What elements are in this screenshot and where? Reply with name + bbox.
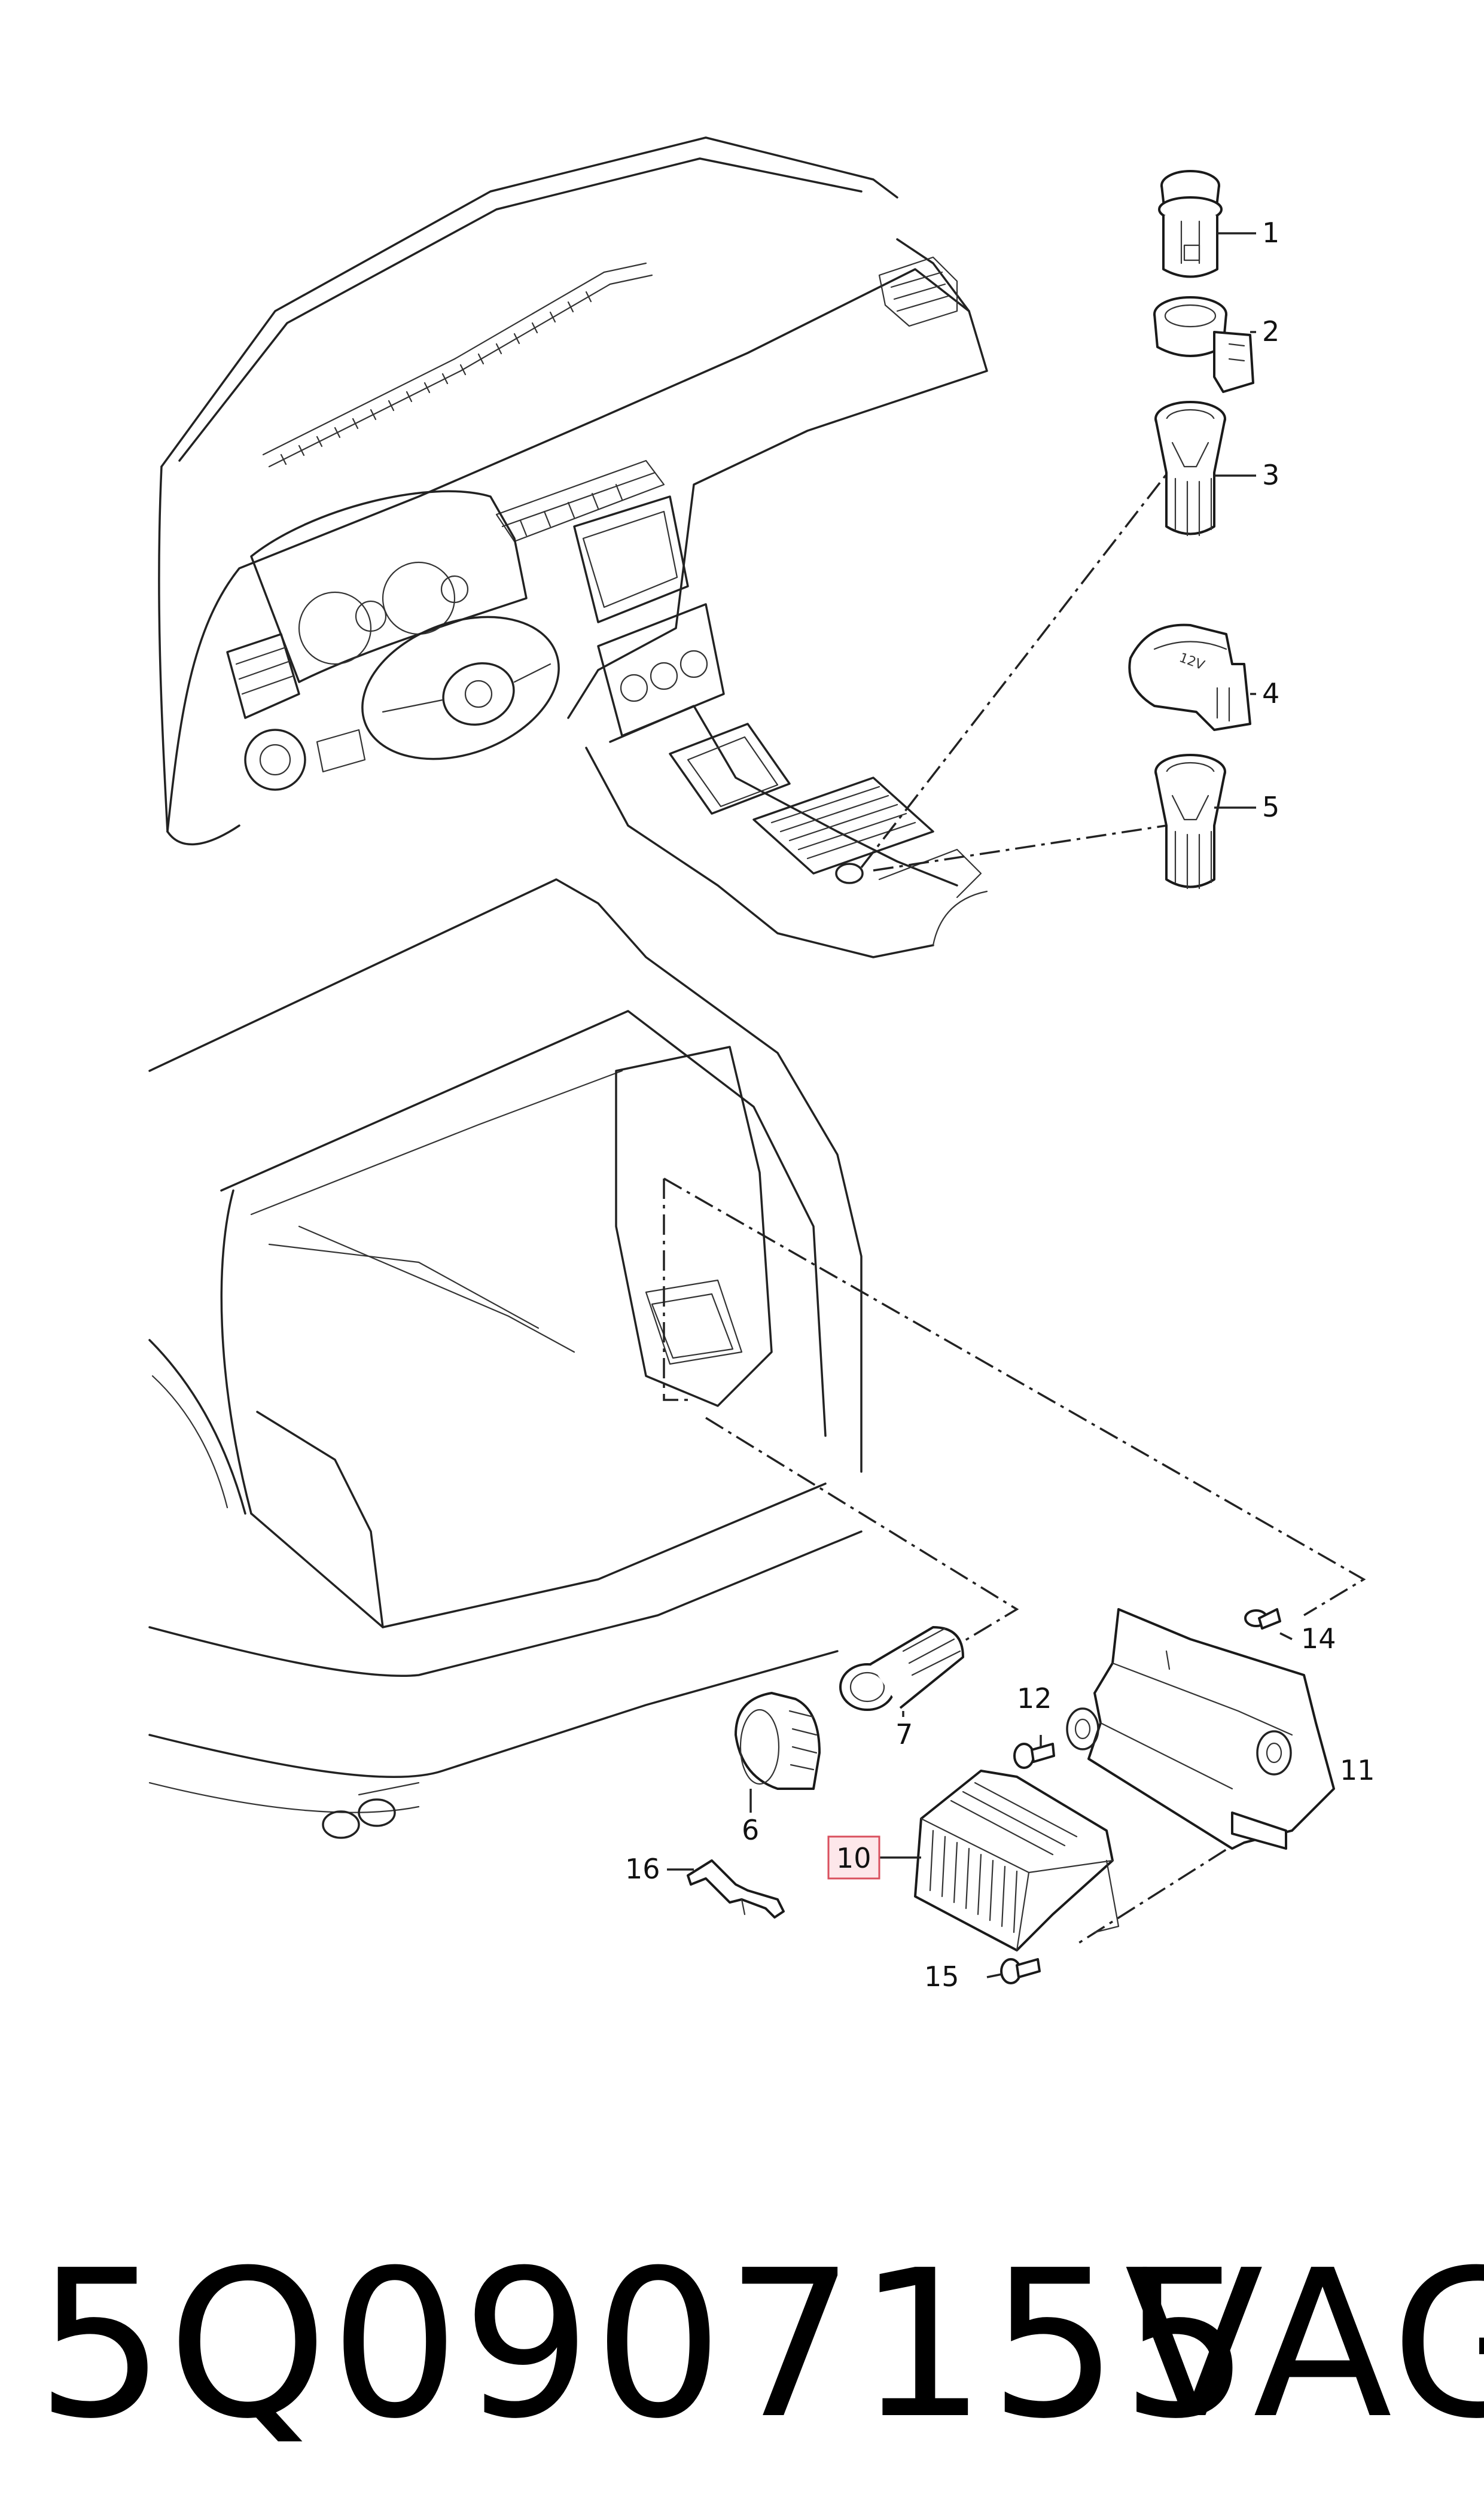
callout-10-highlight xyxy=(827,1835,880,1880)
callout-3: 3 xyxy=(1262,459,1279,491)
callout-11: 11 xyxy=(1340,1754,1375,1786)
part-5-socket-sleeve xyxy=(1154,754,1226,890)
assembly-leader-lines xyxy=(663,465,1366,1945)
part-15-screw xyxy=(1000,1958,1041,1984)
callout-5: 5 xyxy=(1262,791,1279,823)
part-7-socket-sleeve xyxy=(839,1626,964,1711)
part-10-voltage-converter xyxy=(914,1770,1120,1951)
dashboard-illustration xyxy=(158,136,988,958)
callout-10: 10 xyxy=(836,1842,871,1874)
callout-12: 12 xyxy=(1017,1682,1052,1715)
part-2-socket-housing xyxy=(1153,296,1254,393)
callout-15: 15 xyxy=(924,1960,959,1993)
parts-diagram: 12V xyxy=(148,136,1375,1993)
part-14-screw xyxy=(1244,1608,1281,1630)
callout-6: 6 xyxy=(742,1814,759,1846)
part-16-clip xyxy=(687,1859,785,1919)
part-4-12v-socket-cap: 12V xyxy=(1128,623,1251,731)
callout-14: 14 xyxy=(1301,1622,1336,1655)
callout-1: 1 xyxy=(1262,217,1279,249)
part-number-caption: 5Q0907155 VAG xyxy=(36,2225,1484,2465)
callout-4: 4 xyxy=(1262,677,1279,710)
part-1-lighter-element xyxy=(1158,170,1223,278)
callout-labels: 1 2 3 4 5 6 7 10 11 12 14 15 16 xyxy=(625,217,1375,1993)
brand-name: VAG xyxy=(1125,2227,1484,2464)
trunk-illustration xyxy=(148,878,863,1839)
part-number: 5Q0907155 xyxy=(36,2227,1253,2464)
part-3-socket-sleeve xyxy=(1154,401,1226,537)
callout-7: 7 xyxy=(895,1718,913,1750)
part-12-screw xyxy=(1013,1743,1055,1769)
callout-16: 16 xyxy=(625,1853,660,1885)
callout-2: 2 xyxy=(1262,315,1279,348)
part-6-socket-cap xyxy=(735,1692,821,1790)
part-11-bracket xyxy=(1066,1608,1335,1850)
callout-leaders xyxy=(667,232,1293,1978)
